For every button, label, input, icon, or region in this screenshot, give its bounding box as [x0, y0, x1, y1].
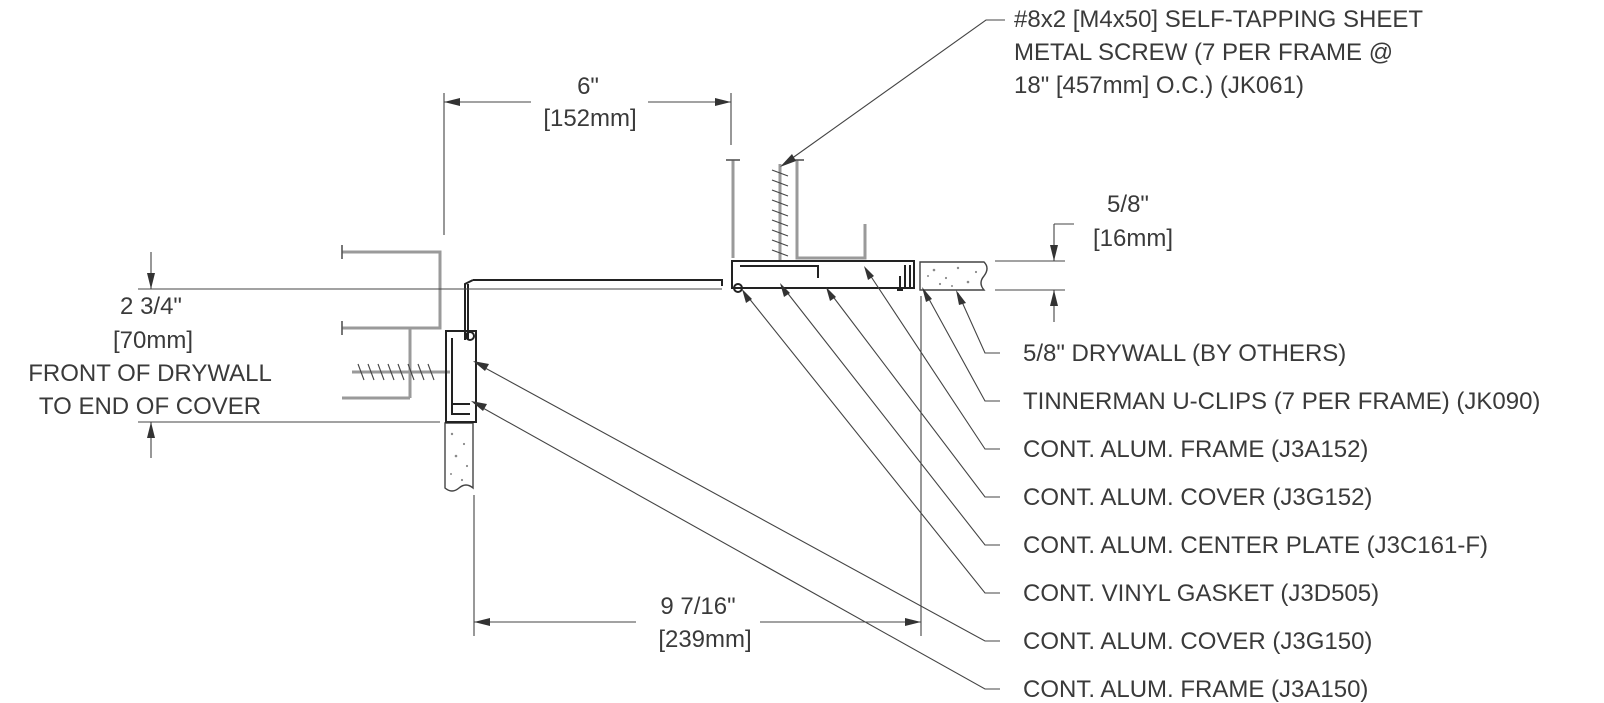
dim-overall-imperial: 9 7/16"	[660, 593, 735, 620]
dimension-offset	[138, 252, 722, 458]
dim-offset-metric: [70mm]	[113, 327, 193, 354]
dim-offset-note-2: TO END OF COVER	[39, 393, 261, 420]
dim-overall-metric: [239mm]	[658, 626, 751, 653]
screw-callout-line-3: 18" [457mm] O.C.) (JK061)	[1014, 72, 1304, 99]
steel-studs	[341, 159, 867, 400]
callout-u-clips: TINNERMAN U-CLIPS (7 PER FRAME) (JK090)	[1023, 388, 1540, 415]
callout-center-plate: CONT. ALUM. CENTER PLATE (J3C161-F)	[1023, 532, 1488, 559]
callout-drywall: 5/8" DRYWALL (BY OTHERS)	[1023, 340, 1346, 367]
dimension-drywall	[995, 223, 1074, 322]
dim-drywall-imperial: 5/8"	[1107, 191, 1149, 218]
screw-callout-line-2: METAL SCREW (7 PER FRAME @	[1014, 39, 1393, 66]
screw-horizontal	[352, 363, 450, 381]
callout-frame-j3a152: CONT. ALUM. FRAME (J3A152)	[1023, 436, 1368, 463]
u-clip	[897, 276, 903, 291]
drywall-right	[919, 261, 988, 291]
callout-cover-j3g150: CONT. ALUM. COVER (J3G150)	[1023, 628, 1372, 655]
screw-leader	[780, 19, 1005, 167]
gasket	[733, 283, 743, 293]
drywall-left	[444, 422, 474, 492]
dim-offset-note-1: FRONT OF DRYWALL	[28, 360, 272, 387]
callout-cover-j3g152: CONT. ALUM. COVER (J3G152)	[1023, 484, 1372, 511]
frame-j3a152	[731, 260, 915, 289]
callout-frame-j3a150: CONT. ALUM. FRAME (J3A150)	[1023, 676, 1368, 703]
callout-gasket: CONT. VINYL GASKET (J3D505)	[1023, 580, 1379, 607]
dimension-overall	[473, 296, 922, 636]
dim-offset-imperial: 2 3/4"	[120, 293, 182, 320]
callout-leaders	[471, 266, 1000, 690]
dim-width-metric: [152mm]	[543, 105, 636, 132]
screw-callout-line-1: #8x2 [M4x50] SELF-TAPPING SHEET	[1014, 6, 1423, 33]
frame-j3a150	[445, 330, 477, 423]
dimension-width	[443, 93, 732, 235]
dim-width-imperial: 6"	[577, 73, 599, 100]
screw-vertical	[771, 164, 789, 262]
dim-drywall-metric: [16mm]	[1093, 225, 1173, 252]
